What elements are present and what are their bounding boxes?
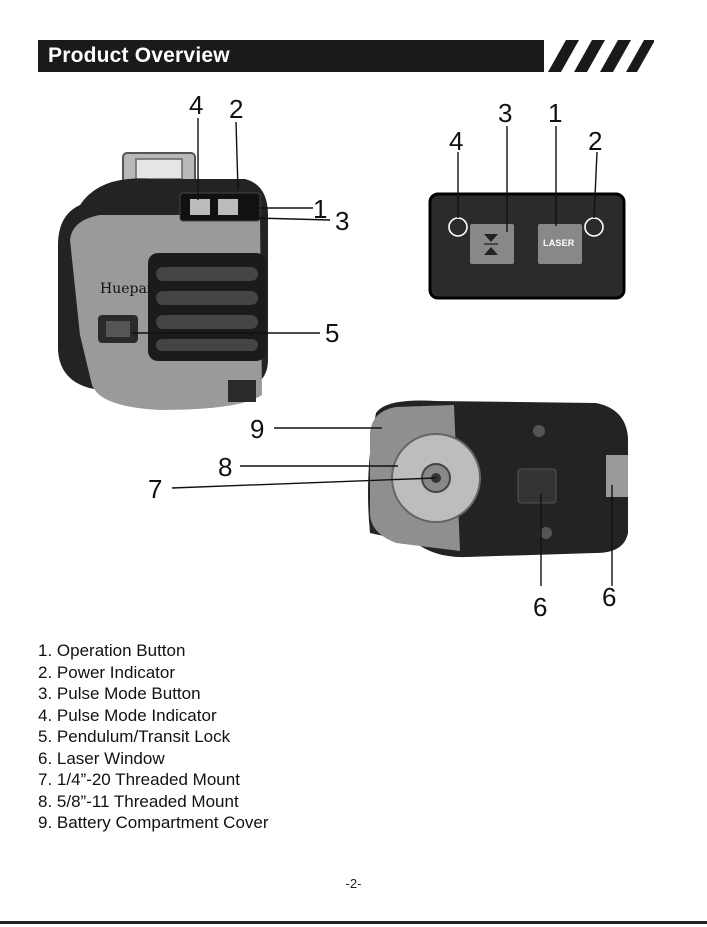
legend-item: 7. 1/4”-20 Threaded Mount	[38, 769, 269, 791]
legend-item: 1. Operation Button	[38, 640, 269, 662]
legend-item: 4. Pulse Mode Indicator	[38, 705, 269, 727]
callout-6-bottom-left: 6	[533, 594, 547, 620]
parts-legend: 1. Operation Button 2. Power Indicator 3…	[38, 640, 269, 834]
page-number: -2-	[0, 876, 707, 891]
legend-item: 2. Power Indicator	[38, 662, 269, 684]
legend-item: 9. Battery Compartment Cover	[38, 812, 269, 834]
bottom-view-leader-lines	[0, 0, 707, 600]
legend-item: 6. Laser Window	[38, 748, 269, 770]
bottom-rule	[0, 921, 707, 924]
callout-6-bottom-right: 6	[602, 584, 616, 610]
legend-item: 5. Pendulum/Transit Lock	[38, 726, 269, 748]
callout-7-bottom: 7	[148, 476, 162, 502]
callout-8-bottom: 8	[218, 454, 232, 480]
legend-item: 8. 5/8”-11 Threaded Mount	[38, 791, 269, 813]
legend-item: 3. Pulse Mode Button	[38, 683, 269, 705]
callout-9-bottom: 9	[250, 416, 264, 442]
